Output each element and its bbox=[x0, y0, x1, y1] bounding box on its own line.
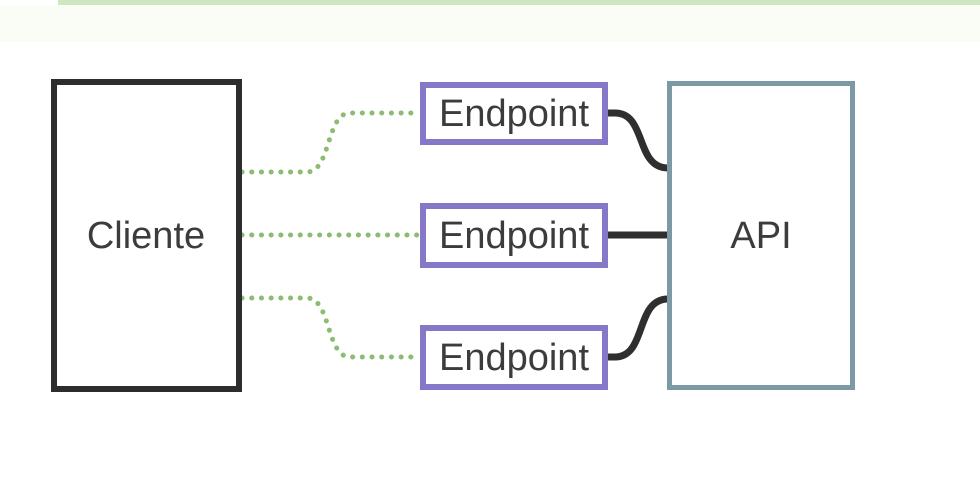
node-endpoint-middle-label: Endpoint bbox=[439, 215, 589, 257]
top-green-bar bbox=[58, 0, 980, 5]
node-cliente-label: Cliente bbox=[87, 215, 205, 257]
edge-cliente-endpoint-bottom bbox=[239, 295, 422, 360]
edge-endpoint-bottom-api bbox=[604, 295, 672, 361]
node-endpoint-top-label: Endpoint bbox=[439, 93, 589, 135]
node-endpoint-bottom-box bbox=[420, 325, 608, 390]
node-api-label: API bbox=[730, 215, 791, 257]
edge-endpoint-top-api bbox=[604, 109, 672, 172]
edge-cliente-endpoint-top bbox=[239, 110, 422, 175]
node-endpoint-bottom-label: Endpoint bbox=[439, 337, 589, 379]
top-tint-band bbox=[0, 5, 980, 42]
node-endpoint-middle-box bbox=[420, 203, 608, 268]
node-api-box bbox=[667, 81, 855, 390]
node-endpoint-top-box bbox=[420, 82, 608, 145]
node-cliente-box bbox=[51, 79, 242, 392]
